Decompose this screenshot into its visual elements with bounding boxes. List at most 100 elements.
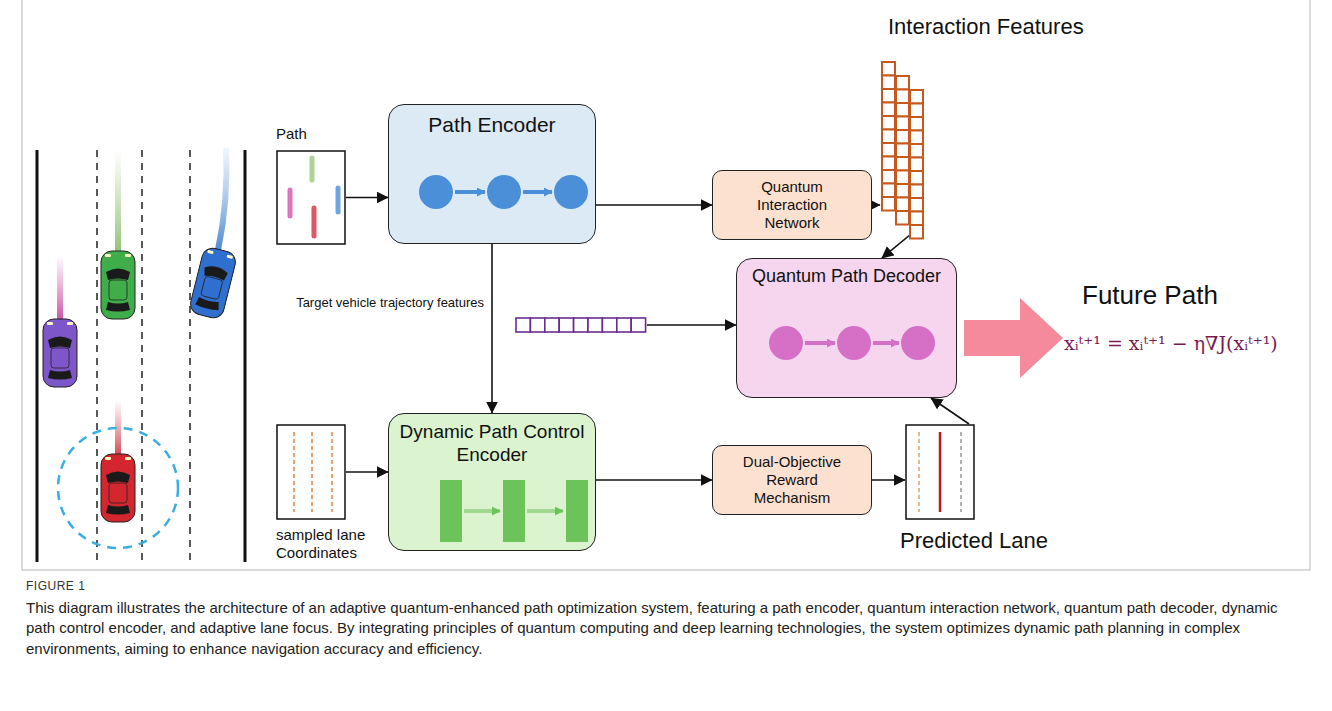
chosen-lane xyxy=(939,432,942,512)
flow-arrow xyxy=(455,190,485,194)
layer-circle xyxy=(554,175,588,209)
flow-arrow xyxy=(527,509,563,513)
node-shape xyxy=(964,298,1064,378)
feature-cell xyxy=(882,62,895,76)
lane-line xyxy=(960,432,962,512)
node-graphic xyxy=(515,317,647,333)
lane-line xyxy=(918,432,920,512)
node-shape xyxy=(276,150,346,245)
feature-cell xyxy=(882,89,895,103)
update-formula: xᵢᵗ⁺¹ = xᵢᵗ⁺¹ − η∇J(xᵢᵗ⁺¹) xyxy=(1064,332,1316,355)
flow-arrow xyxy=(464,509,500,513)
layer-circle xyxy=(769,326,803,360)
decoder-box: Quantum Path Decoder xyxy=(736,258,957,398)
image-frame xyxy=(277,151,345,244)
flow-connector xyxy=(491,244,493,413)
output-arrow: Future Path xᵢᵗ⁺¹ = xᵢᵗ⁺¹ − η∇J(xᵢᵗ⁺¹) xyxy=(962,280,1322,400)
flow-connector xyxy=(647,324,736,326)
feature-cell xyxy=(896,184,909,198)
vector-cell xyxy=(602,318,616,332)
feature-cell xyxy=(896,144,909,158)
input-label: Path xyxy=(276,125,356,143)
figure-caption: This diagram illustrates the architectur… xyxy=(26,598,1306,659)
node-shape xyxy=(905,424,975,520)
layer-circle xyxy=(901,326,935,360)
feature-cell xyxy=(910,117,923,131)
feature-cell xyxy=(896,198,909,212)
feature-cell xyxy=(882,116,895,130)
figure-number: FIGURE 1 xyxy=(26,579,85,593)
node-graphic xyxy=(276,424,346,520)
flow-connector xyxy=(872,204,880,206)
feature-cell xyxy=(896,76,909,90)
flow-arrow xyxy=(873,341,899,345)
vector-label: Target vehicle trajectory features xyxy=(262,295,484,311)
node-graphic xyxy=(905,424,975,520)
flow-arrow xyxy=(805,341,835,345)
feature-label: Interaction Features xyxy=(888,14,1103,40)
box-title: Path Encoder xyxy=(420,105,563,144)
feature-cell xyxy=(910,198,923,212)
feature-cell xyxy=(896,211,909,225)
feature-cell xyxy=(882,103,895,117)
feature-cell xyxy=(882,130,895,144)
vector-cell xyxy=(559,318,573,332)
feature-stack: Interaction Features xyxy=(870,14,1110,229)
image-frame xyxy=(906,425,974,519)
vector-cell xyxy=(530,318,544,332)
feature-cell xyxy=(910,212,923,226)
lane-line xyxy=(311,432,313,512)
flow-connector xyxy=(596,479,712,481)
feature-vector: Target vehicle trajectory features xyxy=(262,295,652,335)
output-label: Future Path xyxy=(1082,280,1302,311)
vector-cell xyxy=(574,318,588,332)
lane-input-label: sampled lane Coordinates xyxy=(276,526,376,562)
flow-connector xyxy=(346,471,388,473)
flow-connector xyxy=(596,204,712,206)
encoder-box: Path Encoder xyxy=(388,104,596,244)
trail-stroke xyxy=(336,188,341,212)
layer-bar xyxy=(440,480,462,542)
lane-input-image: sampled lane Coordinates xyxy=(272,424,382,569)
vector-cell xyxy=(588,318,602,332)
feature-cell xyxy=(882,157,895,171)
feature-cell xyxy=(882,184,895,198)
vector-cell xyxy=(545,318,559,332)
trail-stroke xyxy=(310,158,315,180)
layer-circle xyxy=(487,175,521,209)
node-graphic xyxy=(964,298,1064,378)
feature-cell xyxy=(882,143,895,157)
feature-cell xyxy=(896,103,909,117)
layer-bar xyxy=(566,480,588,542)
feature-cell xyxy=(910,185,923,199)
feature-cell xyxy=(910,158,923,172)
lane-line xyxy=(331,432,333,512)
box-content xyxy=(738,295,956,393)
vector-cell xyxy=(516,318,530,332)
road xyxy=(37,150,245,562)
feature-cell xyxy=(882,197,895,211)
trail-stroke xyxy=(312,208,317,236)
feature-cell xyxy=(882,170,895,184)
box-content xyxy=(390,144,595,240)
feature-cell xyxy=(882,76,895,90)
feature-cell xyxy=(910,104,923,118)
flow-connector xyxy=(931,398,969,424)
lane-line xyxy=(293,432,295,512)
feature-cell xyxy=(910,144,923,158)
lane-output-label: Predicted Lane xyxy=(900,528,1090,554)
box-content xyxy=(390,474,595,550)
big-arrow xyxy=(964,298,1063,378)
feature-cell xyxy=(910,225,923,239)
vector-cell xyxy=(617,318,631,332)
layer-bar xyxy=(503,480,525,542)
flow-arrow xyxy=(523,190,552,194)
node-shape xyxy=(515,317,647,333)
trail-stroke xyxy=(288,190,293,216)
node-graphic xyxy=(880,60,930,228)
vector-cell xyxy=(631,318,645,332)
vehicles xyxy=(43,246,238,522)
feature-cell xyxy=(910,90,923,104)
image-frame xyxy=(277,425,345,519)
figure-frame xyxy=(22,0,1310,570)
